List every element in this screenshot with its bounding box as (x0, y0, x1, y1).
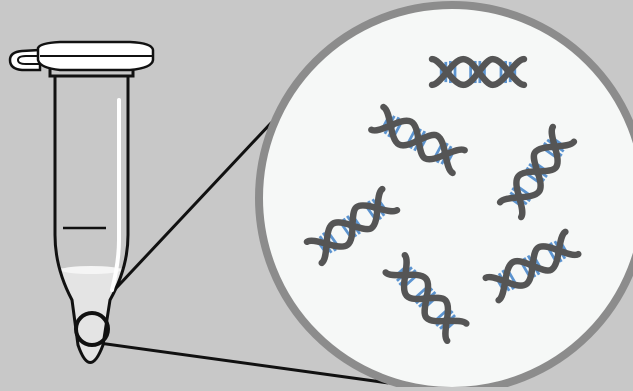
magnifier (259, 5, 633, 387)
microcentrifuge-tube-icon (10, 42, 153, 387)
tube-cap (10, 42, 153, 70)
tube-highlight (112, 100, 119, 290)
